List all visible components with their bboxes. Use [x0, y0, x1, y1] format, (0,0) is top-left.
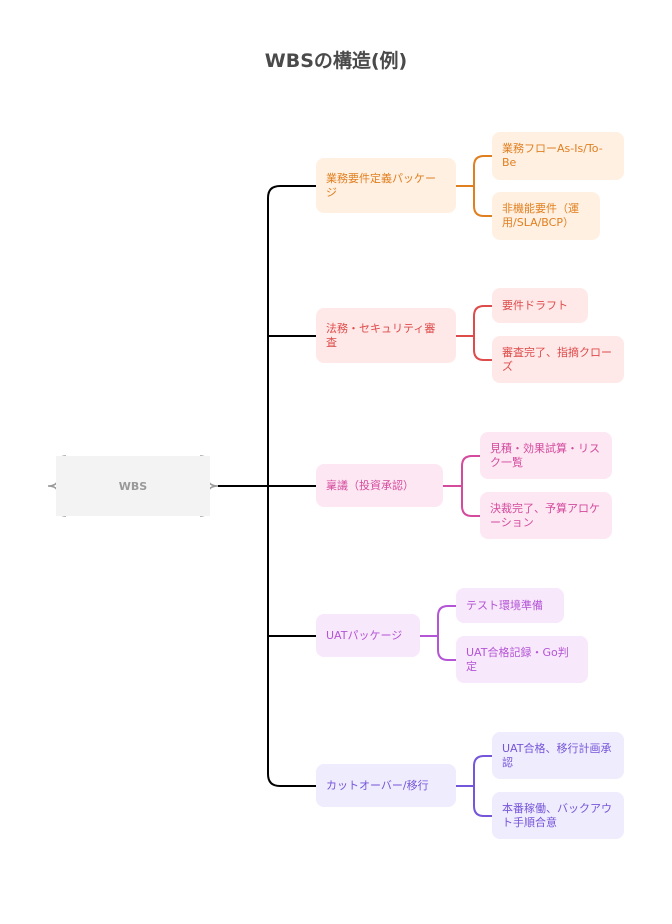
- branch-label: 業務要件定義パッケージ: [326, 171, 436, 199]
- leaf-label: 業務フローAs-Is/To-Be: [502, 142, 603, 169]
- branch-1-connector: [456, 155, 492, 217]
- branch-node-uat[interactable]: UATパッケージ: [316, 614, 420, 657]
- leaf-label: 見積・効果試算・リスク一覧: [490, 441, 600, 469]
- leaf-node-budget[interactable]: 決裁完了、予算アロケーション: [480, 492, 612, 539]
- branch-label: UATパッケージ: [326, 628, 403, 642]
- leaf-node-test-env[interactable]: テスト環境準備: [456, 588, 564, 623]
- branch-2-connector: [456, 305, 492, 361]
- leaf-node-uat-record[interactable]: UAT合格記録・Go判定: [456, 636, 588, 683]
- leaf-node-estimate[interactable]: 見積・効果試算・リスク一覧: [480, 432, 612, 479]
- leaf-label: 要件ドラフト: [502, 298, 568, 312]
- leaf-label: 審査完了、指摘クローズ: [502, 345, 612, 373]
- branch-node-legal-security[interactable]: 法務・セキュリティ審査: [316, 308, 456, 363]
- branch-label: 稟議（投資承認）: [326, 478, 414, 492]
- leaf-label: 決裁完了、予算アロケーション: [490, 501, 600, 529]
- branch-label: 法務・セキュリティ審査: [326, 321, 436, 349]
- branch-3-connector: [443, 455, 480, 517]
- branch-label: カットオーバー/移行: [326, 778, 429, 792]
- leaf-label: テスト環境準備: [466, 598, 543, 612]
- leaf-node-migration-plan[interactable]: UAT合格、移行計画承認: [492, 732, 624, 779]
- branch-node-cutover[interactable]: カットオーバー/移行: [316, 764, 456, 807]
- leaf-node-business-flow[interactable]: 業務フローAs-Is/To-Be: [492, 132, 624, 180]
- leaf-label: 本番稼働、バックアウト手順合意: [502, 801, 612, 829]
- leaf-label: 非機能要件（運用/SLA/BCP）: [502, 202, 579, 229]
- leaf-label: UAT合格記録・Go判定: [466, 645, 569, 673]
- diagram-title: WBSの構造(例): [264, 50, 408, 72]
- leaf-node-nonfunctional[interactable]: 非機能要件（運用/SLA/BCP）: [492, 192, 600, 240]
- branch-node-approval[interactable]: 稟議（投資承認）: [316, 464, 443, 507]
- root-label: WBS: [118, 479, 148, 493]
- leaf-node-review-complete[interactable]: 審査完了、指摘クローズ: [492, 336, 624, 383]
- branch-5-connector: [456, 755, 492, 817]
- branch-node-requirements[interactable]: 業務要件定義パッケージ: [316, 158, 456, 213]
- leaf-node-go-live[interactable]: 本番稼働、バックアウト手順合意: [492, 792, 624, 839]
- leaf-label: UAT合格、移行計画承認: [502, 741, 612, 769]
- leaf-node-draft[interactable]: 要件ドラフト: [492, 288, 588, 323]
- root-node-wbs[interactable]: WBS: [56, 456, 210, 516]
- branch-4-connector: [420, 605, 456, 661]
